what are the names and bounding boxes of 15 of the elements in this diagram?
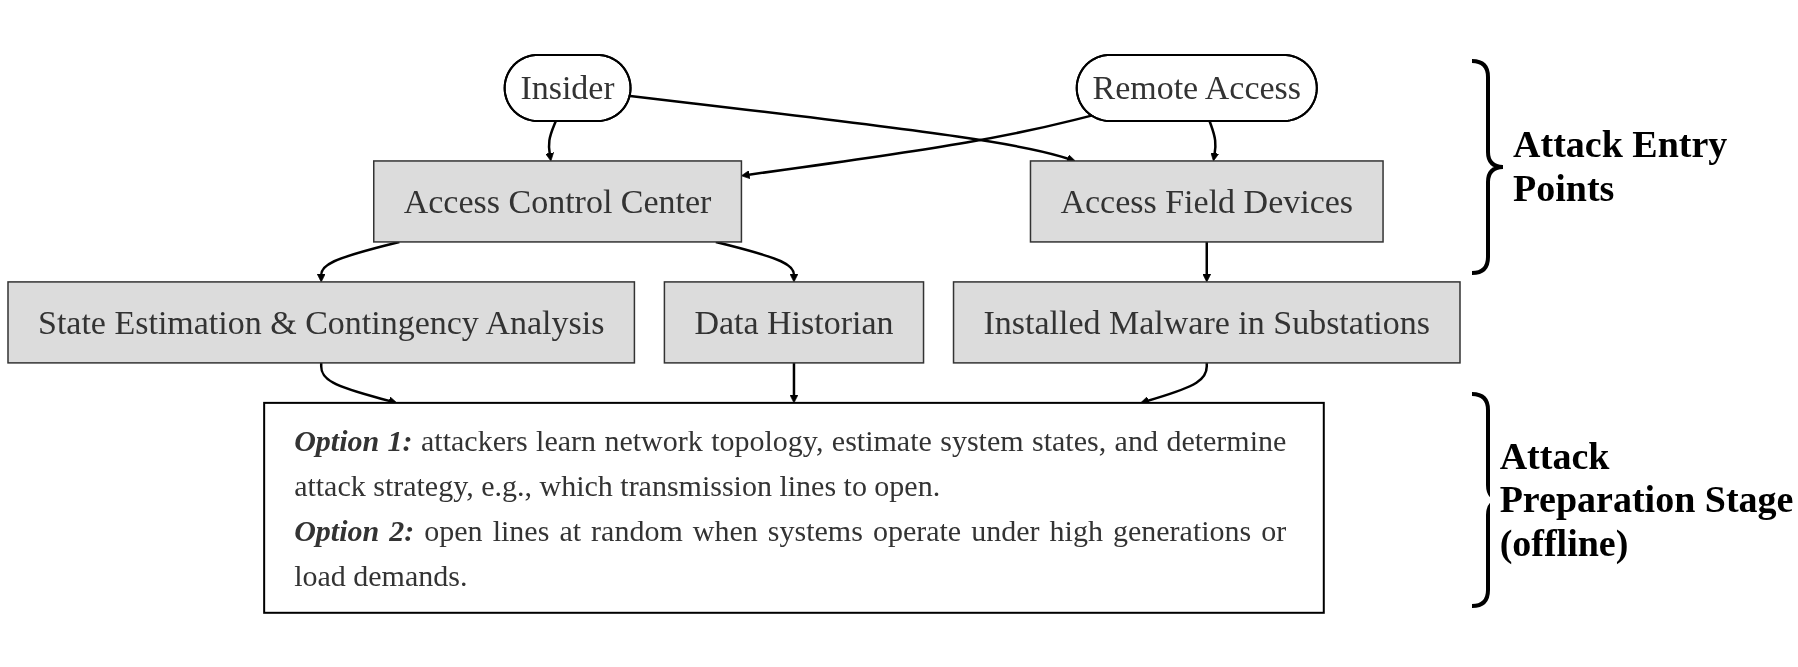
arrow bbox=[316, 240, 400, 282]
arrow bbox=[1208, 120, 1220, 161]
arrow bbox=[789, 362, 799, 403]
arrow bbox=[545, 120, 557, 161]
arrow bbox=[715, 240, 799, 282]
stage-label: Attack Preparation Stage (offline) bbox=[1499, 434, 1795, 566]
node-box: Data Historian bbox=[663, 280, 925, 364]
node-box: Access Control Center bbox=[373, 159, 743, 243]
arrow bbox=[741, 114, 1092, 179]
node-box: Installed Malware in Substations bbox=[952, 280, 1461, 364]
arrow bbox=[1202, 241, 1212, 282]
node-box: Access Field Devices bbox=[1029, 159, 1384, 243]
node-box: Option 1: attackers learn network topology, estimate system states, and determine attack strategy, e.g., which transmission lines to open. Option 2: open lines at random when systems operate under high generations or load demands. bbox=[263, 401, 1325, 614]
node-box: State Estimation & Contingency Analysis bbox=[7, 280, 636, 364]
stage-label: Attack Entry Points bbox=[1513, 123, 1729, 211]
